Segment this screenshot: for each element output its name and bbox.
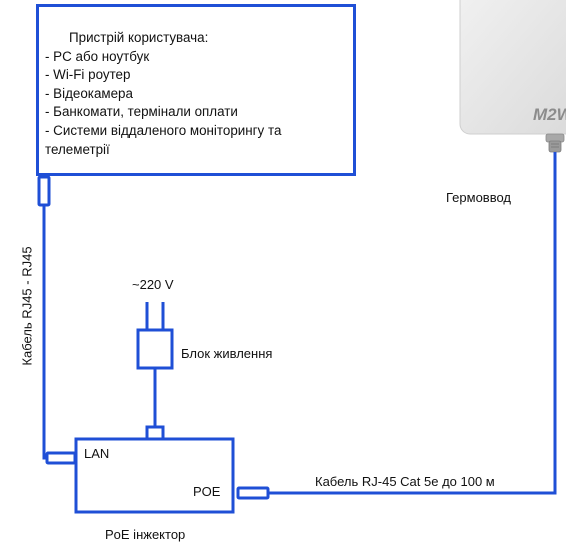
rj45-plug-lan-icon (45, 451, 77, 465)
rj45-cable-line (42, 176, 72, 460)
poe-injector-box (74, 437, 235, 514)
rj45-plug-poe-icon (236, 486, 270, 500)
voltage-label: ~220 V (132, 277, 174, 292)
rj45-plug-device-icon (37, 175, 51, 207)
power-supply-label: Блок живлення (181, 346, 273, 361)
cable-gland-icon (545, 133, 565, 153)
modem-brand-logo: M2W (533, 105, 566, 124)
cable-gland-label: Гермоввод (446, 190, 511, 205)
power-plug-icon (136, 302, 174, 441)
rj45-cable-label: Кабель RJ45 - RJ45 (19, 246, 35, 366)
user-device-item: - Відеокамера (45, 85, 133, 101)
lan-port-label: LAN (84, 446, 110, 461)
user-device-box: Пристрій користувача: - PC або ноутбук -… (36, 4, 356, 176)
user-device-list: Пристрій користувача: - PC або ноутбук -… (45, 29, 281, 159)
user-device-item: телеметрії (45, 141, 110, 157)
user-device-title: Пристрій користувача: (69, 30, 209, 45)
cat5e-cable-label: Кабель RJ-45 Cat 5e до 100 м (315, 474, 495, 489)
cat5e-cable-line (268, 152, 557, 495)
poe-port-label: POE (193, 484, 221, 499)
user-device-item: - PC або ноутбук (45, 48, 150, 64)
user-device-item: - Банкомати, термінали оплати (45, 104, 238, 120)
poe-injector-label: PoE інжектор (105, 527, 186, 542)
outdoor-modem: M2W (459, 0, 566, 135)
user-device-item: - Системи віддаленого моніторингу та (45, 122, 282, 138)
user-device-item: - Wi-Fi роутер (45, 67, 131, 83)
